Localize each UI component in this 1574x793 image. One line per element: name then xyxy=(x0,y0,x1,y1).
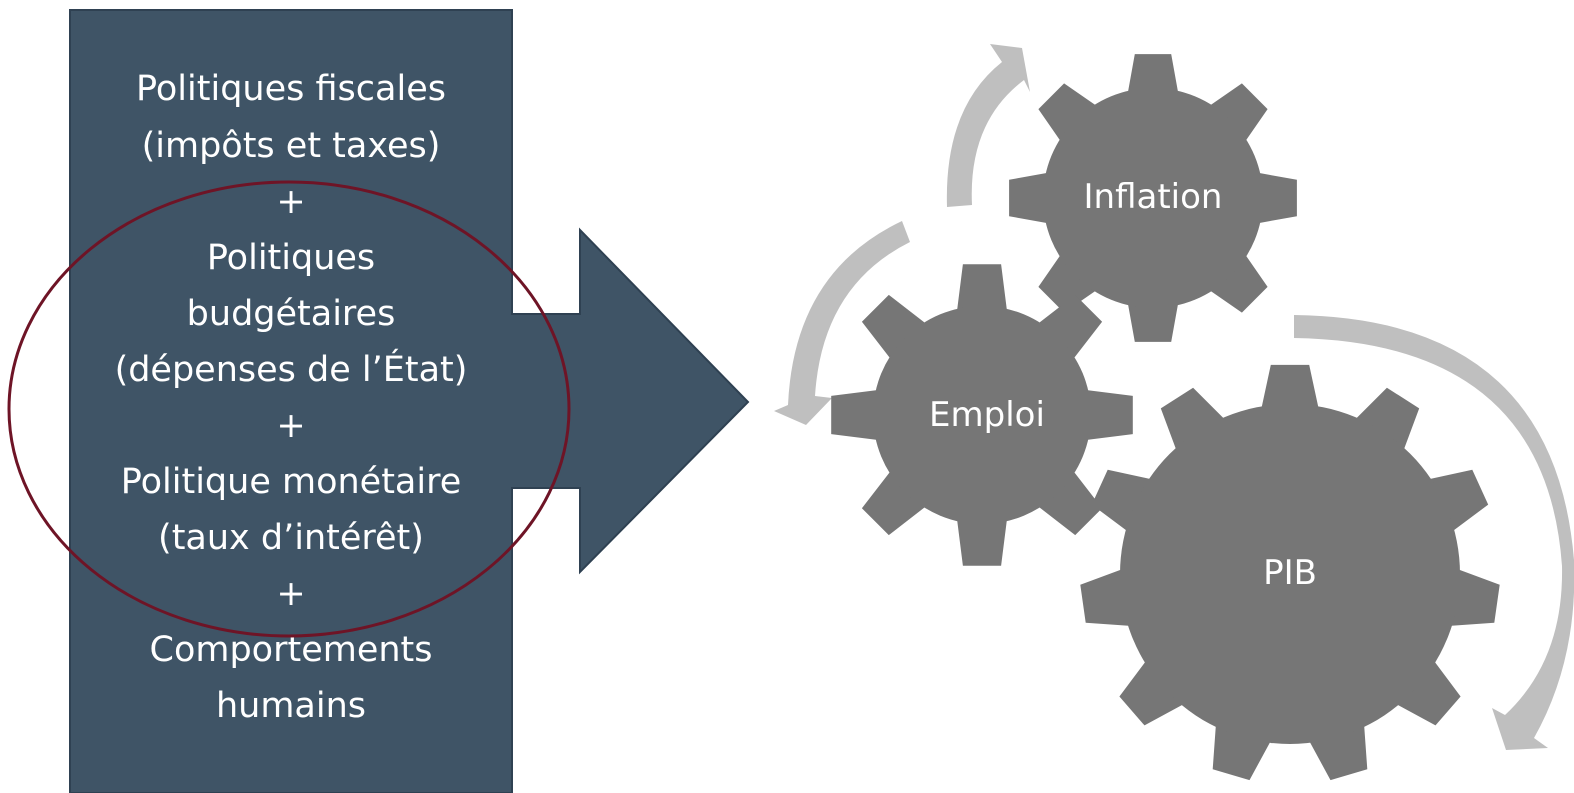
cycle-arrows xyxy=(774,44,1574,750)
line-depenses-etat: (dépenses de l’État) xyxy=(115,348,468,390)
line-impots-taxes: (impôts et taxes) xyxy=(142,126,441,166)
main-arrow xyxy=(69,9,750,793)
line-politiques-fiscales: Politiques fiscales xyxy=(136,69,446,109)
line-politique-monetaire: Politique monétaire xyxy=(121,462,462,502)
gears-group xyxy=(831,54,1500,781)
cycle-arrow-top xyxy=(946,44,1030,207)
gear-emploi-body xyxy=(873,306,1091,524)
plus-sign-1: + xyxy=(276,182,305,222)
plus-sign-2: + xyxy=(276,406,305,446)
gear-label-inflation: Inflation xyxy=(1084,177,1223,217)
gear-inflation-body xyxy=(1043,88,1263,308)
gear-label-pib: PIB xyxy=(1263,553,1317,593)
cycle-arrow-right xyxy=(1294,315,1574,750)
line-politiques: Politiques xyxy=(207,238,375,278)
line-taux-interet: (taux d’intérêt) xyxy=(158,518,424,558)
cycle-arrow-left xyxy=(774,221,910,425)
line-humains: humains xyxy=(216,686,366,726)
line-budgetaires: budgétaires xyxy=(187,294,396,334)
policy-text-block: Politiques fiscales (impôts et taxes) + … xyxy=(115,69,468,726)
plus-sign-3: + xyxy=(276,574,305,614)
gear-label-emploi: Emploi xyxy=(929,395,1045,435)
gear-pib-body xyxy=(1120,404,1460,744)
highlight-ellipse xyxy=(7,180,571,638)
